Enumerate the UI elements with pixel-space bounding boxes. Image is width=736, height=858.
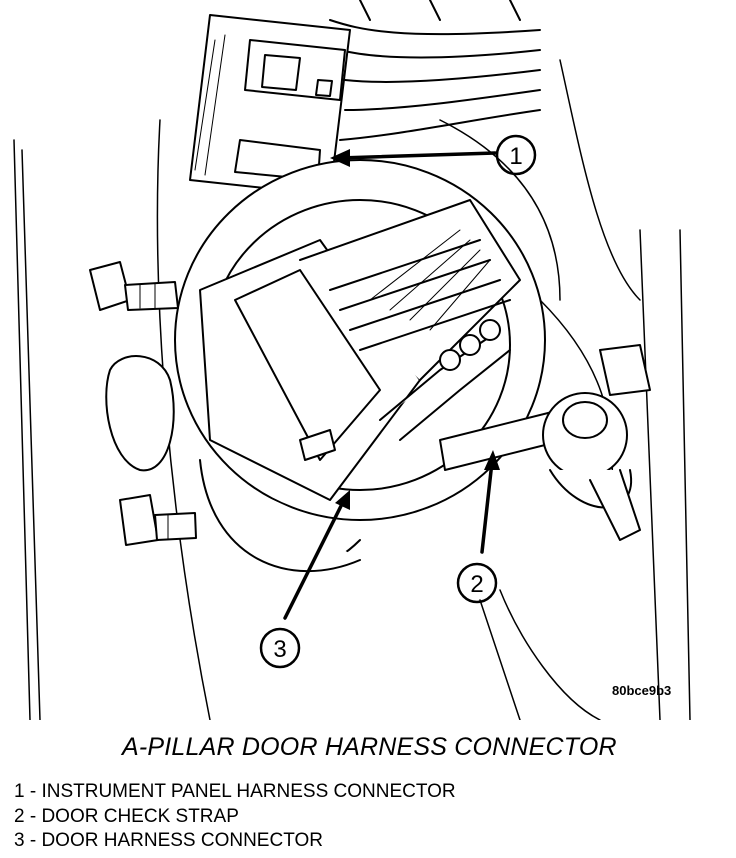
figure-title: A-PILLAR DOOR HARNESS CONNECTOR (122, 733, 617, 761)
callout-number-1: 1 (509, 143, 522, 170)
callout-circle-3 (259, 627, 301, 669)
wire-bundle (329, 0, 541, 141)
door-harness-connector (199, 199, 521, 501)
figure-id-code: 80bce9b3 (612, 683, 672, 698)
instrument-panel-harness-connector (189, 14, 351, 196)
door-check-strap (439, 344, 651, 541)
leader-arrows (283, 151, 497, 620)
legend-item-2: 2 - DOOR CHECK STRAP (14, 805, 239, 827)
harness-connector-illustration: 1 2 3 (13, 0, 691, 720)
callout-circle-2 (456, 562, 498, 604)
callout-number-2: 2 (470, 571, 483, 598)
legend-item-3: 3 - DOOR HARNESS CONNECTOR (14, 830, 323, 851)
callout-circle-1 (495, 134, 537, 176)
legend-list: 1 - INSTRUMENT PANEL HARNESS CONNECTOR 2… (14, 780, 456, 854)
legend-item-1: 1 - INSTRUMENT PANEL HARNESS CONNECTOR (14, 781, 456, 802)
callout-number-3: 3 (273, 636, 286, 663)
mounting-bolts (89, 261, 197, 546)
